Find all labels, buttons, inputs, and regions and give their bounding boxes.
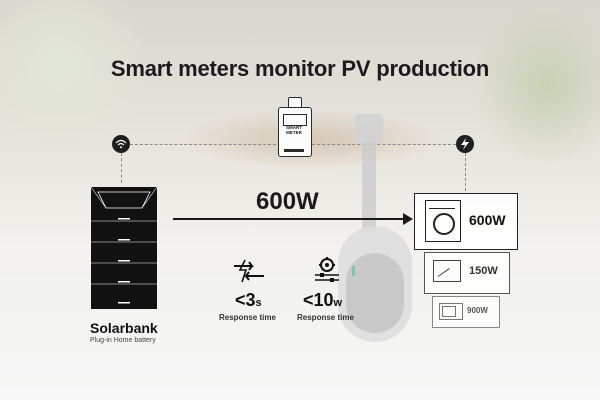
response-time-number: <3 xyxy=(235,290,256,310)
smart-meter-icon xyxy=(278,107,312,157)
page-title: Smart meters monitor PV production xyxy=(110,56,490,81)
power-threshold-number: <10 xyxy=(303,290,334,310)
appliance-watts-microwave: 900W xyxy=(467,306,488,315)
power-threshold-caption: Response time xyxy=(297,313,354,322)
lightning-icon xyxy=(456,135,474,153)
plug-head xyxy=(355,114,383,144)
connection-line-appliances xyxy=(465,153,466,191)
washing-machine-icon xyxy=(425,200,461,242)
flow-value: 600W xyxy=(256,188,319,215)
appliance-watts-washer: 600W xyxy=(469,212,506,228)
response-time-unit: s xyxy=(255,297,262,309)
appliance-card-washer: 600W xyxy=(414,193,518,250)
response-time-value: <3s xyxy=(235,290,262,311)
smart-plug-face xyxy=(346,253,404,333)
flow-arrow-head xyxy=(403,213,413,225)
battery-name: Solarbank xyxy=(90,320,158,336)
plug-cable xyxy=(362,142,376,232)
microwave-icon xyxy=(439,303,463,320)
connection-line-left xyxy=(130,144,276,145)
appliance-card-microwave: 900W xyxy=(432,296,500,328)
appliance-card-tv: 150W xyxy=(424,252,510,294)
wifi-icon xyxy=(112,135,130,153)
smart-meter-label-line1: SMART xyxy=(286,125,302,130)
smart-meter-terminal xyxy=(288,97,302,110)
smart-meter-label: SMART METER xyxy=(281,125,307,135)
smart-meter-label-line2: METER xyxy=(286,130,302,135)
arrows-swap-icon xyxy=(234,259,264,283)
power-threshold-value: <10w xyxy=(303,290,342,311)
plug-indicator-light xyxy=(352,266,355,276)
battery-icon xyxy=(90,186,158,309)
flow-arrow xyxy=(173,218,405,220)
gear-sliders-icon xyxy=(315,257,339,282)
appliance-watts-tv: 150W xyxy=(469,265,498,277)
background-greenery xyxy=(470,0,600,170)
power-threshold-unit: w xyxy=(333,297,343,309)
tv-icon xyxy=(433,260,461,282)
background-plants xyxy=(0,0,150,160)
battery-subtitle: Plug-in Home battery xyxy=(90,337,156,344)
response-time-caption: Response time xyxy=(219,313,276,322)
connection-line-right xyxy=(312,144,456,145)
connection-line-battery xyxy=(121,153,122,183)
